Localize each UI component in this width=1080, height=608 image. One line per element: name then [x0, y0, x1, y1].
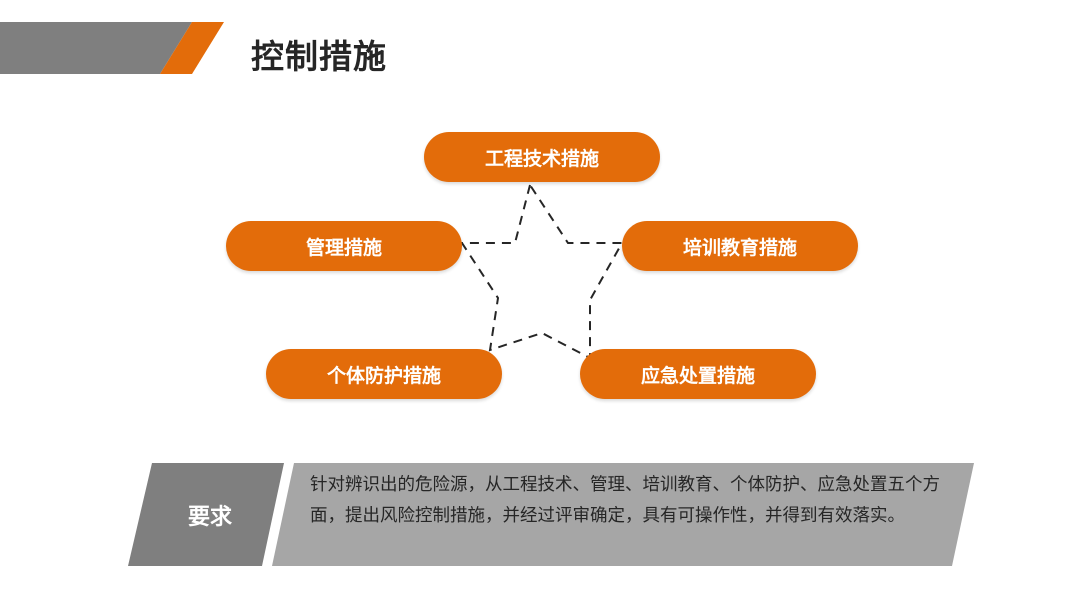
title-banner [0, 22, 224, 74]
node-ppe-measures: 个体防护措施 [266, 349, 502, 399]
title-banner-gray [0, 22, 192, 74]
star-outline [460, 184, 624, 360]
requirements-text-shape [272, 463, 974, 566]
requirements-label: 要求 [187, 505, 232, 530]
node-engineering-measures: 工程技术措施 [424, 132, 660, 182]
node-management-measures: 管理措施 [226, 221, 462, 271]
requirements-text: 针对辨识出的危险源，从工程技术、管理、培训教育、个体防护、应急处置五个方面，提出… [310, 475, 940, 526]
title-banner-accent [160, 22, 224, 74]
node-training-measures: 培训教育措施 [622, 221, 858, 271]
node-emergency-measures: 应急处置措施 [580, 349, 816, 399]
page-title: 控制措施 [251, 37, 387, 76]
requirements-label-shape [128, 463, 284, 566]
